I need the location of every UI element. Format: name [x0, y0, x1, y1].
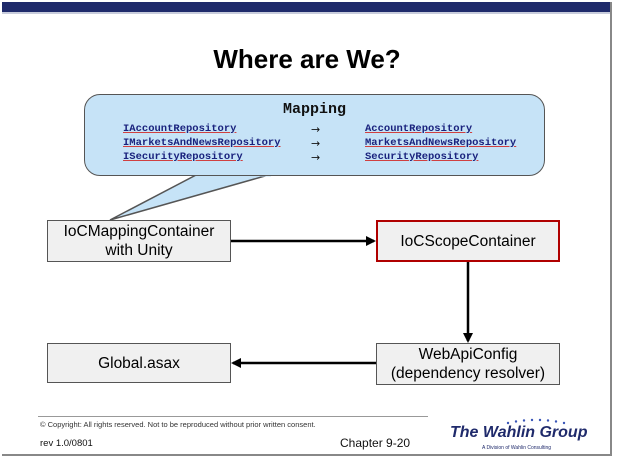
mapping-target: SecurityRepository — [365, 151, 479, 163]
mapping-row: ISecurityRepository → SecurityRepository — [85, 151, 544, 165]
node-label: IoCMappingContainer — [63, 223, 215, 240]
arrow-icon: → — [311, 151, 321, 164]
global-asax-box: Global.asax — [47, 343, 231, 383]
node-label: Global.asax — [98, 354, 180, 372]
callout-title: Mapping — [282, 101, 346, 118]
ioc-scope-container-box: IoCScopeContainer — [376, 220, 560, 262]
arrow-icon: → — [311, 137, 321, 150]
mapping-source: IMarketsAndNewsRepository — [123, 137, 281, 149]
ioc-mapping-container-box: IoCMappingContainer with Unity — [47, 220, 231, 262]
footer-divider — [38, 416, 428, 417]
webapi-config-box: WebApiConfig (dependency resolver) — [376, 343, 560, 385]
mapping-callout: Mapping IAccountRepository → AccountRepo… — [84, 94, 545, 176]
revision-label: rev 1.0/0801 — [40, 438, 93, 449]
node-label: with Unity — [105, 242, 173, 259]
logo-name: The Wahlin Group — [450, 424, 588, 441]
mapping-source: IAccountRepository — [123, 123, 237, 135]
logo-stars-icon — [506, 418, 566, 425]
chapter-label: Chapter 9-20 — [340, 436, 411, 450]
node-label: (dependency resolver) — [390, 365, 546, 382]
copyright-notice: © Copyright: All rights reserved. Not to… — [40, 420, 316, 429]
top-band — [2, 2, 610, 12]
node-label: IoCScopeContainer — [400, 232, 536, 250]
slide-title: Where are We? — [213, 44, 401, 74]
mapping-target: AccountRepository — [365, 123, 473, 135]
mapping-target: MarketsAndNewsRepository — [365, 137, 517, 149]
mapping-source: ISecurityRepository — [123, 151, 243, 163]
mapping-row: IMarketsAndNewsRepository → MarketsAndNe… — [85, 137, 544, 151]
logo-tagline: A Division of Wahlin Consulting — [482, 445, 552, 451]
top-band-line — [2, 12, 610, 14]
slide: Where are We? Mapping IAccountRepository… — [2, 2, 612, 456]
node-label: WebApiConfig — [418, 346, 518, 363]
arrow-icon: → — [311, 123, 321, 136]
company-logo: The Wahlin Group A Division of Wahlin Co… — [450, 418, 610, 454]
mapping-row: IAccountRepository → AccountRepository — [85, 123, 544, 137]
